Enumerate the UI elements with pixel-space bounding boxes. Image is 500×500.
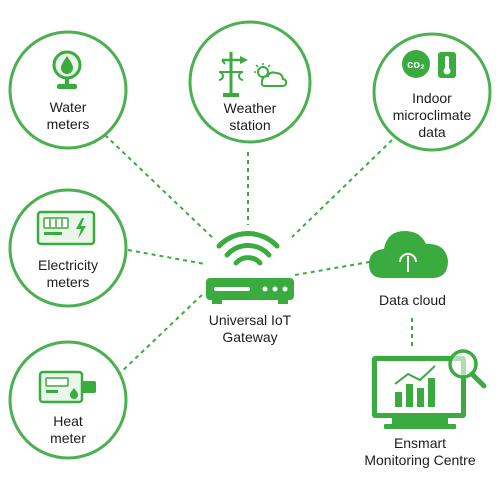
weather-station-node[interactable] <box>188 20 312 144</box>
wifi-router-icon[interactable] <box>206 231 294 304</box>
connector-water-gateway <box>104 134 216 241</box>
water-meters-node[interactable] <box>8 30 128 150</box>
connector-electricity-gateway <box>127 249 206 265</box>
water-drop-icon <box>52 50 82 89</box>
connectors <box>104 134 413 376</box>
connector-gateway-cloud <box>294 260 376 276</box>
magnifier-icon <box>448 349 487 389</box>
thermometer-icon <box>438 52 456 78</box>
data-cloud-label: Data cloud <box>379 292 446 308</box>
svg-text:co₂: co₂ <box>407 59 425 71</box>
connector-indoor-gateway <box>291 139 393 238</box>
electricity-meter-icon <box>36 210 96 246</box>
monitor-chart-icon[interactable] <box>372 356 466 429</box>
co2-icon: co₂ <box>402 50 430 78</box>
cloud-icon[interactable] <box>369 231 448 278</box>
heat-meter-icon <box>38 370 96 404</box>
weather-station-icon <box>218 52 288 97</box>
